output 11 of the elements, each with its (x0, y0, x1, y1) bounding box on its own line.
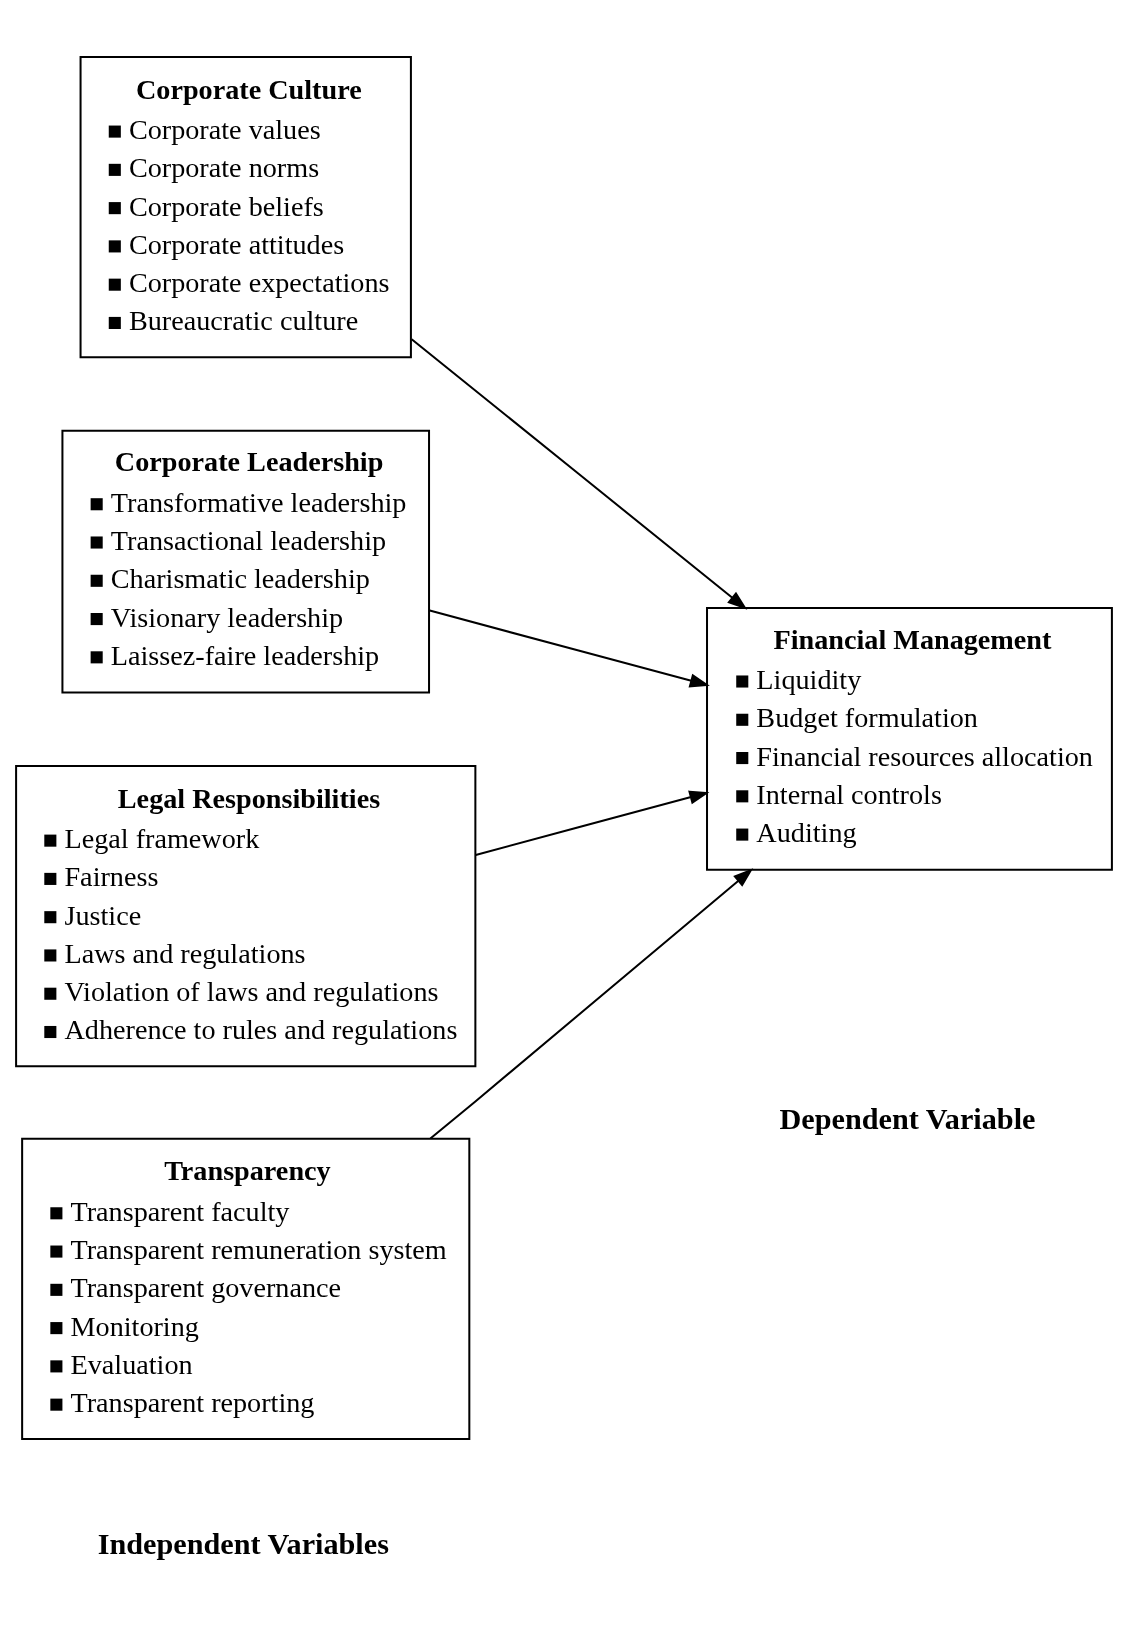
node-box: Corporate Leadership Transformative leadership Transactional leadership Charismatic leadership Visionary leadership Laissez-faire leadership (61, 429, 431, 694)
label: Independent Variables (97, 1526, 389, 1561)
label: Dependent Variable (779, 1101, 1036, 1136)
arrow (411, 338, 748, 610)
node-box: Transparency Transparent faculty Transparent remuneration system Transparent governance Monitoring Evaluation Transparent reporting (21, 1137, 471, 1440)
arrow (429, 609, 710, 687)
arrow (475, 790, 710, 856)
node-box: Legal Responsibilities Legal framework Fairness Justice Laws and regulations Violation of laws and regulations Adherence to rules and regulations (15, 764, 477, 1067)
arrow (429, 867, 754, 1139)
node-box: Corporate Culture Corporate values Corporate norms Corporate beliefs Corporate attitudes Corporate expectations Bureaucratic culture (79, 55, 412, 358)
node-box: Financial Management Liquidity Budget formulation Financial resources allocation Internal controls Auditing (706, 606, 1113, 871)
